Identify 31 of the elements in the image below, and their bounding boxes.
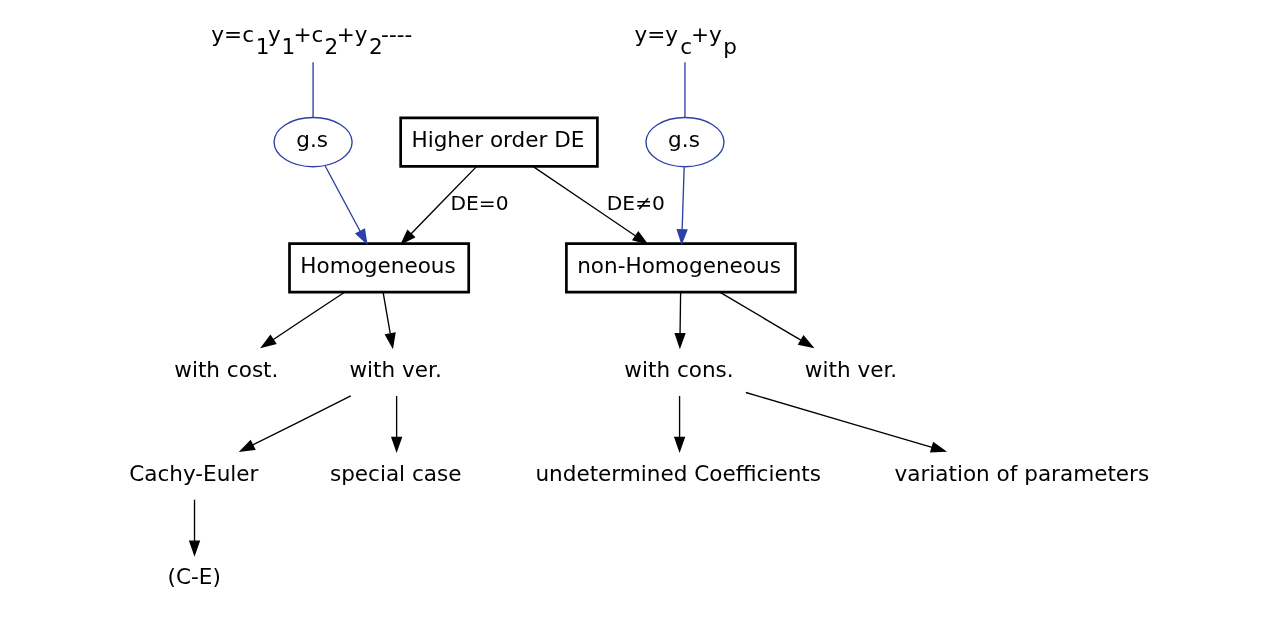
node-text: with ver. <box>349 356 442 382</box>
edge-label: DE=0 <box>450 190 509 215</box>
node-text: with ver. <box>804 356 898 382</box>
node-text: (C-E) <box>167 564 221 590</box>
node-text: variation of parameters <box>894 460 1150 486</box>
arrow <box>400 165 478 245</box>
node-text: undetermined Coefficients <box>535 460 821 486</box>
arrow <box>745 391 948 453</box>
arrow <box>260 291 346 349</box>
connector <box>684 61 686 118</box>
arrow <box>382 291 396 350</box>
node-ellipse: g.s <box>273 116 353 168</box>
edge-label: DE≠0 <box>606 190 665 215</box>
connector <box>312 61 314 118</box>
arrow <box>676 166 688 246</box>
node-text: with cost. <box>174 356 279 382</box>
arrow <box>324 165 368 246</box>
arrow <box>532 165 649 245</box>
arrow <box>188 499 201 557</box>
arrow <box>390 395 403 453</box>
node-box: Higher order DE <box>399 116 599 168</box>
arrow <box>238 395 352 452</box>
arrow <box>673 395 686 453</box>
node-box: non-Homogeneous <box>565 242 797 294</box>
arrow <box>674 291 686 350</box>
node-text: with cons. <box>624 356 734 382</box>
node-ellipse: g.s <box>645 116 725 168</box>
arrow <box>719 291 815 349</box>
node-box: Homogeneous <box>288 242 471 294</box>
node-text: Cachy-Euler <box>129 460 259 486</box>
node-text: special case <box>329 460 462 486</box>
